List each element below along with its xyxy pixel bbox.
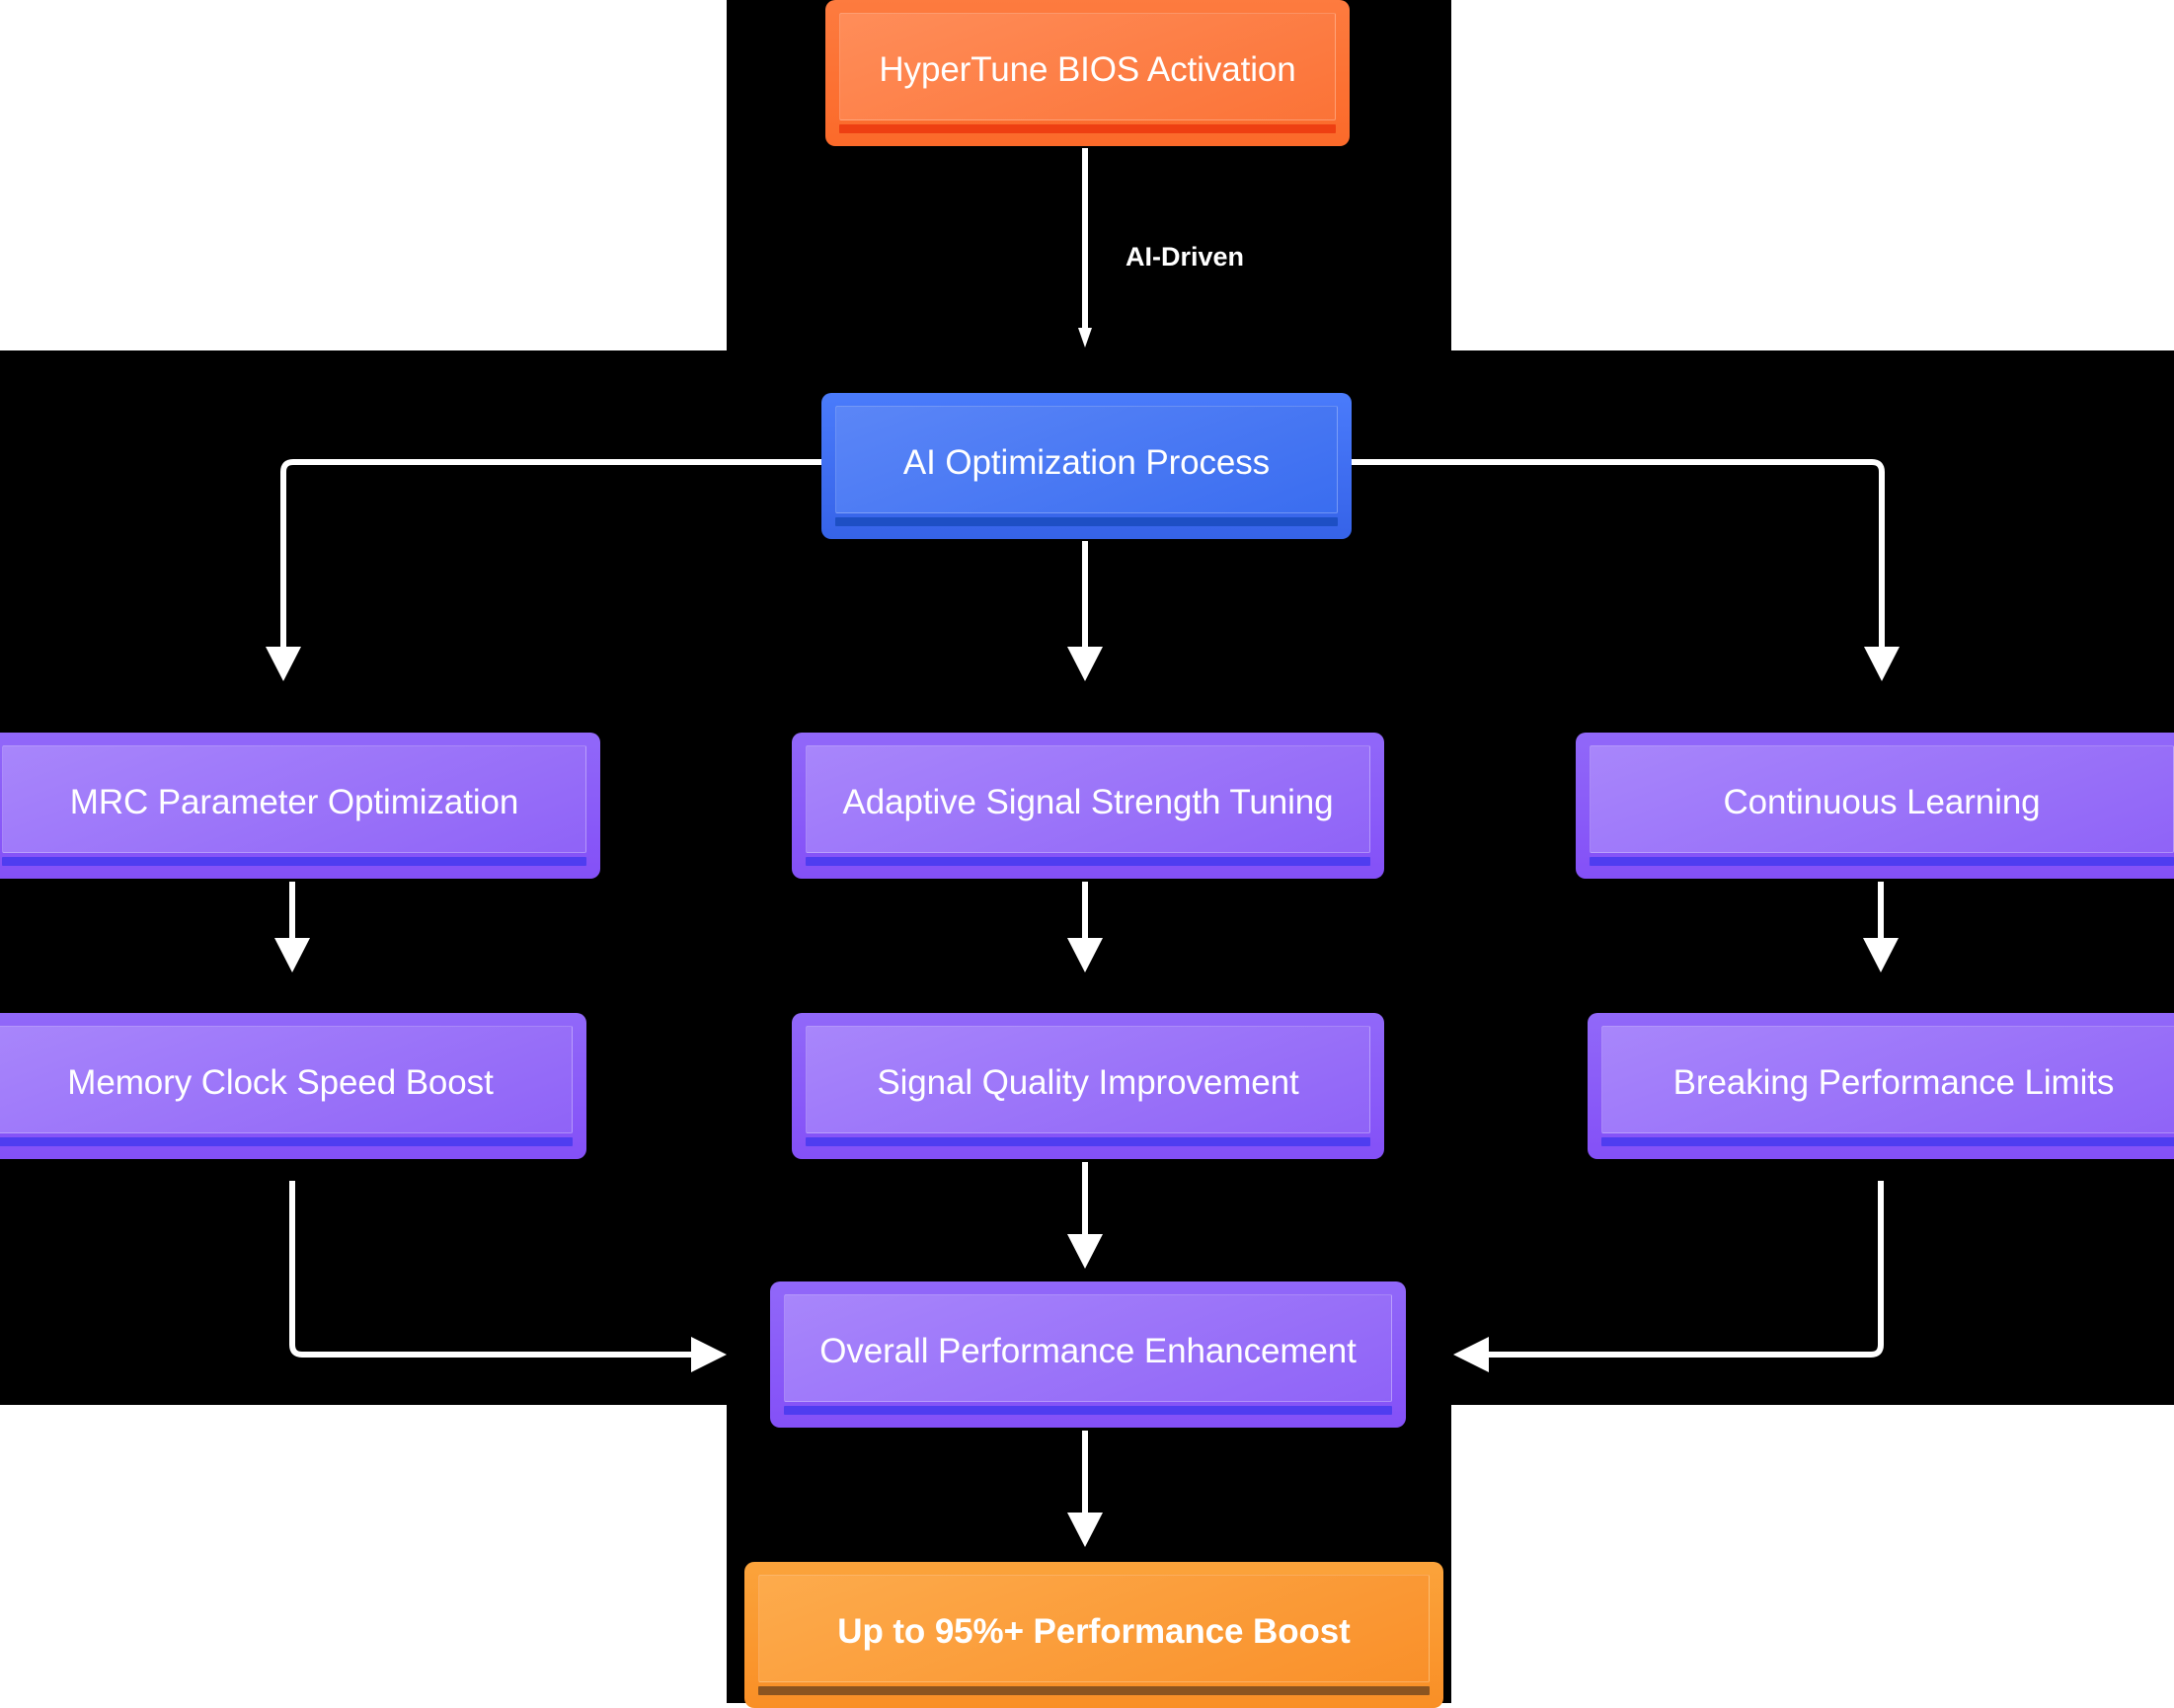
arrowhead-ai-cont: [1864, 647, 1900, 681]
node-inner-surface: [1601, 1026, 2174, 1133]
edge-ai-mrc: [280, 459, 821, 647]
node-label: Continuous Learning: [1723, 782, 2041, 821]
node-inner-surface: [806, 745, 1370, 853]
node-accent-bar: [806, 1137, 1370, 1146]
arrowhead-cont-break: [1863, 938, 1899, 972]
node-label: Memory Clock Speed Boost: [67, 1062, 494, 1102]
node-accent-bar: [1590, 857, 2174, 866]
node-hypertune-bios-activation[interactable]: HyperTune BIOS Activation: [825, 0, 1350, 146]
arrowhead-overall-boost: [1067, 1513, 1103, 1547]
node-breaking-performance-limits[interactable]: Breaking Performance Limits: [1588, 1013, 2174, 1159]
arrowhead-mrc-memclk: [274, 938, 310, 972]
node-inner-surface: [806, 1026, 1370, 1133]
node-label: Signal Quality Improvement: [877, 1062, 1299, 1102]
node-accent-bar: [758, 1686, 1430, 1695]
edge-label-ai-driven: AI-Driven: [1126, 242, 1245, 272]
node-performance-boost-result[interactable]: Up to 95%+ Performance Boost: [744, 1562, 1443, 1708]
node-continuous-learning[interactable]: Continuous Learning: [1576, 733, 2174, 879]
node-label: Breaking Performance Limits: [1672, 1062, 2115, 1102]
arrowhead-memclk-overall: [691, 1337, 727, 1372]
arrowhead-bios-ai: [1078, 328, 1092, 348]
arrowhead-adapt-sigq: [1067, 938, 1103, 972]
edge-memclk-overall: [289, 1181, 691, 1358]
node-inner-surface: [758, 1575, 1430, 1682]
node-inner-surface: [784, 1294, 1392, 1402]
edge-break-overall: [1489, 1181, 1884, 1358]
node-inner-surface: [0, 1026, 573, 1133]
arrowhead-break-overall: [1453, 1337, 1489, 1372]
node-inner-surface: [839, 13, 1336, 120]
node-label: HyperTune BIOS Activation: [879, 49, 1296, 89]
edge-ai-cont: [1352, 459, 1885, 647]
node-accent-bar: [2, 857, 586, 866]
node-inner-surface: [835, 406, 1338, 513]
node-accent-bar: [1601, 1137, 2174, 1146]
node-label: Overall Performance Enhancement: [819, 1331, 1357, 1370]
node-accent-bar: [0, 1137, 573, 1146]
node-label: MRC Parameter Optimization: [69, 782, 519, 821]
node-label: AI Optimization Process: [902, 442, 1271, 482]
arrowhead-sigq-overall: [1067, 1234, 1103, 1269]
node-accent-bar: [835, 517, 1338, 526]
node-memory-clock-speed-boost[interactable]: Memory Clock Speed Boost: [0, 1013, 586, 1159]
node-accent-bar: [784, 1406, 1392, 1415]
node-accent-bar: [806, 857, 1370, 866]
node-adaptive-signal-strength-tuning[interactable]: Adaptive Signal Strength Tuning: [792, 733, 1384, 879]
node-overall-performance-enhancement[interactable]: Overall Performance Enhancement: [770, 1281, 1406, 1428]
arrowhead-ai-adapt: [1067, 647, 1103, 681]
node-inner-surface: [1590, 745, 2174, 853]
arrowhead-ai-mrc: [266, 647, 301, 681]
node-ai-optimization-process[interactable]: AI Optimization Process: [821, 393, 1352, 539]
node-signal-quality-improvement[interactable]: Signal Quality Improvement: [792, 1013, 1384, 1159]
node-accent-bar: [839, 124, 1336, 133]
node-label: Adaptive Signal Strength Tuning: [842, 782, 1334, 821]
node-mrc-parameter-optimization[interactable]: MRC Parameter Optimization: [0, 733, 600, 879]
node-label: Up to 95%+ Performance Boost: [837, 1611, 1351, 1651]
node-inner-surface: [2, 745, 586, 853]
